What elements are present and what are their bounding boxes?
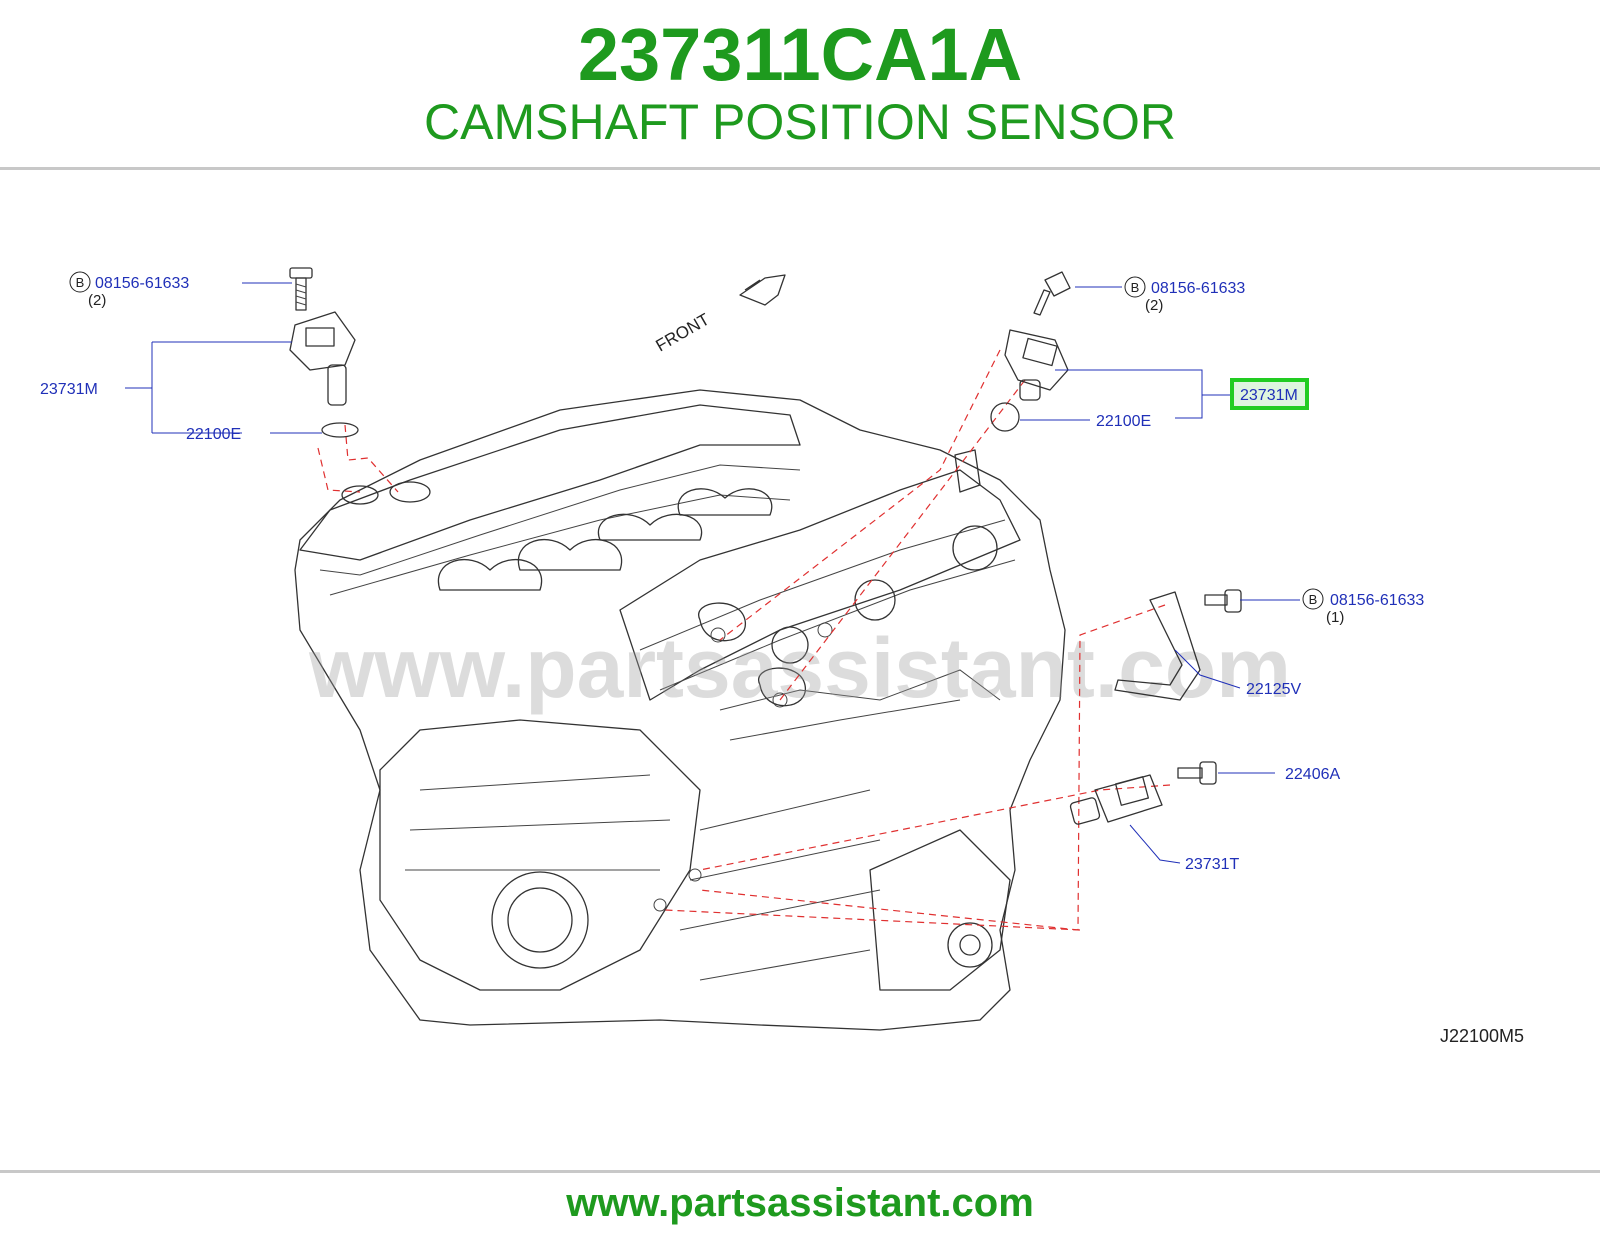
watermark: www.partsassistant.com [308, 621, 1291, 715]
bolt-symbol-label: B [1131, 280, 1140, 295]
callout-bolt-bracket-label[interactable]: 08156-61633 [1330, 592, 1424, 609]
callout-bolt-crank[interactable]: 22406A [1285, 766, 1340, 783]
highlight-box [1230, 378, 1309, 410]
callout-bolt-right[interactable]: B 08156-61633 (2) [1124, 276, 1245, 314]
callout-sensor-right-label[interactable]: 23731M [1240, 387, 1298, 404]
callout-crank-sensor[interactable]: 23731T [1185, 856, 1239, 873]
bolt-symbol-label: B [76, 275, 85, 290]
front-arrow-icon [739, 274, 786, 306]
diagram-svg: www.partsassistant.com FRONT [40, 267, 1524, 1046]
bracket-icon [1114, 591, 1201, 701]
callout-bolt-right-qty: (2) [1145, 297, 1163, 314]
bolt-crank-icon [1177, 761, 1217, 785]
front-label: FRONT [653, 310, 713, 356]
callout-bolt-bracket[interactable]: B 08156-61633 (1) [1302, 588, 1424, 626]
footer-url[interactable]: www.partsassistant.com [566, 1181, 1034, 1225]
callout-bolt-left-label[interactable]: 08156-61633 [95, 275, 189, 292]
callout-bolt-bracket-qty: (1) [1326, 609, 1344, 626]
figure-code: J22100M5 [1440, 1026, 1524, 1046]
bolt-symbol-icon [69, 271, 91, 293]
part-number: 237311CA1A [577, 13, 1023, 96]
camshaft-sensor-left-icon [289, 311, 356, 406]
bolt-left-icon [289, 267, 313, 311]
header-divider [0, 167, 1600, 170]
callout-oring-left[interactable]: 22100E [186, 426, 241, 443]
engine-block-drawing [294, 389, 1066, 1031]
callout-bolt-left[interactable]: B 08156-61633 (2) [69, 271, 189, 309]
callout-sensor-right-highlighted[interactable]: 23731M [1230, 378, 1309, 410]
footer-divider [0, 1170, 1600, 1173]
left-sensor-assembly[interactable] [289, 267, 359, 438]
leader-lines [125, 282, 1300, 864]
header: 237311CA1A CAMSHAFT POSITION SENSOR [0, 0, 1600, 170]
oring-right-icon [990, 402, 1020, 432]
callout-bracket[interactable]: 22125V [1246, 681, 1301, 698]
front-direction-indicator: FRONT [653, 274, 786, 356]
callout-bolt-right-label[interactable]: 08156-61633 [1151, 280, 1245, 297]
callout-sensor-left[interactable]: 23731M [40, 381, 98, 398]
bolt-bracket-icon [1204, 589, 1242, 613]
parts-diagram: www.partsassistant.com FRONT [0, 230, 1600, 1110]
bolt-symbol-icon [1124, 276, 1146, 298]
callout-oring-right[interactable]: 22100E [1096, 413, 1151, 430]
callout-bolt-left-qty: (2) [88, 292, 106, 309]
camshaft-sensor-right-icon[interactable] [1004, 329, 1069, 401]
part-title: CAMSHAFT POSITION SENSOR [424, 94, 1176, 150]
bolt-symbol-icon [1302, 588, 1324, 610]
crank-sensor-assembly[interactable] [1069, 761, 1217, 825]
assembly-guide-lines [317, 349, 1171, 931]
bolt-symbol-label: B [1309, 592, 1318, 607]
right-sensor-assembly[interactable] [990, 271, 1071, 432]
oring-left-icon [321, 422, 359, 438]
bolt-right-icon [1033, 271, 1071, 316]
crank-sensor-icon [1069, 774, 1163, 825]
